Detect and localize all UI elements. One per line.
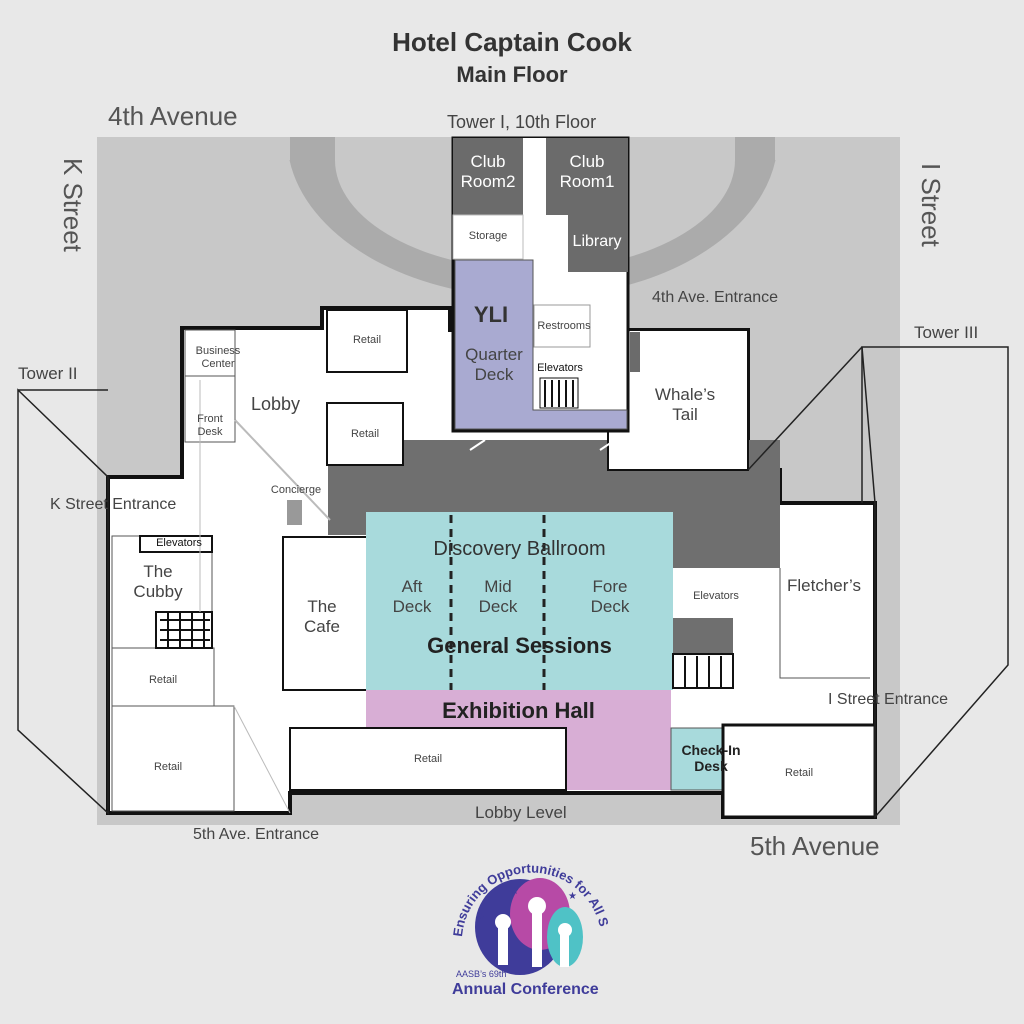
svg-text:★: ★ (568, 891, 577, 902)
4th-ave-entrance-label: 4th Ave. Entrance (652, 289, 779, 306)
k-street-entrance-label: K Street Entrance (50, 496, 177, 513)
page-title: Hotel Captain Cook (392, 27, 632, 57)
retail-bottom-label: Retail (413, 753, 443, 765)
logo-small-text: AASB’s 69th (456, 969, 506, 979)
tower-3-label: Tower III (914, 323, 979, 342)
general-sessions-label: General Sessions (427, 633, 612, 658)
street-i-street: I Street (915, 163, 946, 247)
lobby-label: Lobby (251, 394, 301, 414)
retail-mid-label: Retail (350, 428, 380, 440)
tower-1-label: Tower I, 10th Floor (447, 112, 597, 132)
exhibition-area (366, 690, 671, 728)
fletchers-label: Fletcher’s (787, 576, 862, 595)
i-street-entrance-label: I Street Entrance (828, 691, 949, 708)
yli-room (454, 259, 628, 430)
elevators-right-label: Elevators (693, 590, 739, 602)
svg-text:★: ★ (478, 912, 485, 921)
retail-left-2-label: Retail (153, 761, 183, 773)
svg-text:★: ★ (510, 886, 519, 897)
library-label: Library (572, 233, 622, 250)
retail-left-1-label: Retail (148, 674, 178, 686)
logo-hands-icon (495, 897, 572, 967)
5th-ave-entrance-label: 5th Ave. Entrance (193, 826, 320, 843)
page-subtitle: Main Floor (456, 62, 568, 87)
concierge-label: Concierge (270, 484, 322, 496)
conference-logo: ★ ★ ★ Ensuring Opportunities for All Stu… (440, 842, 612, 998)
logo-main-text: Annual Conference (452, 981, 599, 998)
retail-right-label: Retail (784, 767, 814, 779)
yli-label: YLI (473, 302, 509, 327)
street-4th-avenue: 4th Avenue (108, 101, 238, 131)
elevators-tower-label: Elevators (537, 362, 583, 374)
street-5th-avenue: 5th Avenue (750, 831, 880, 861)
storage-label: Storage (468, 230, 508, 242)
logo-stars-icon: ★ ★ ★ (478, 886, 577, 921)
ballroom-area (366, 512, 673, 690)
retail-top-label: Retail (352, 334, 382, 346)
exhibition-hall-label: Exhibition Hall (442, 698, 595, 723)
discovery-ballroom-label: Discovery Ballroom (433, 538, 606, 560)
elevators-left-label: Elevators (156, 537, 202, 549)
tower-ring (290, 137, 775, 298)
lobby-level-label: Lobby Level (475, 803, 567, 822)
tower-2-label: Tower II (18, 364, 78, 383)
restrooms-label: Restrooms (537, 320, 591, 332)
street-k-street: K Street (57, 157, 88, 252)
